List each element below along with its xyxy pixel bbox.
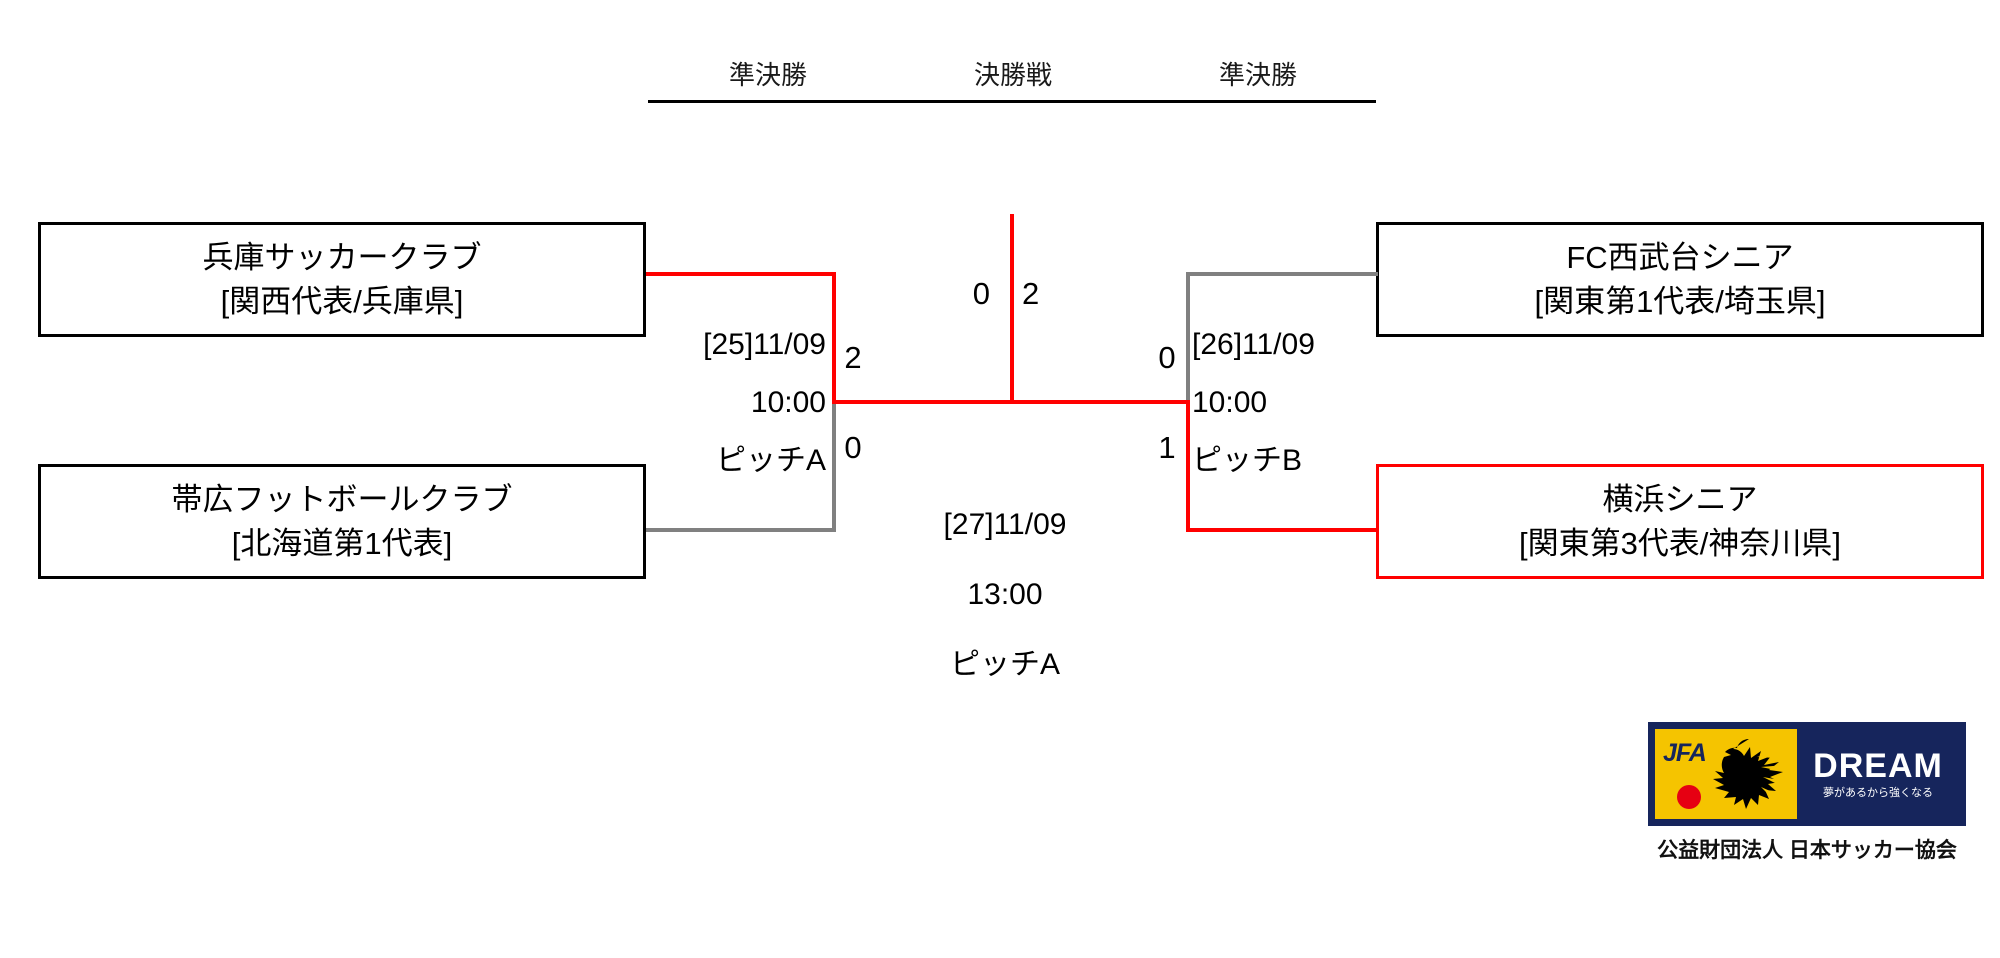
match-pitch: ピッチA <box>949 648 1060 681</box>
match-info-semifinal-left: [25]11/09 10:00 ピッチA <box>636 316 826 490</box>
connector-final-champion <box>1010 214 1014 404</box>
jfa-crest: JFA <box>1655 729 1797 819</box>
connector-right-top <box>1188 272 1378 276</box>
score-semifinal-right-top: 0 <box>1158 340 1176 375</box>
soccer-ball-icon <box>1677 785 1701 809</box>
team-qualification: [関東第3代表/神奈川県] <box>1518 525 1842 561</box>
yatagarasu-crow-icon <box>1713 739 1785 809</box>
match-pitch: ピッチA <box>715 444 826 477</box>
round-header-divider <box>648 100 1376 103</box>
match-number-date: [25]11/09 <box>703 328 826 361</box>
match-time: 10:00 <box>750 386 826 419</box>
dream-tagline: 夢があるから強くなる <box>1823 787 1933 799</box>
team-qualification: [関東第1代表/埼玉県] <box>1534 283 1826 319</box>
connector-left-bottom <box>646 528 836 532</box>
team-name: 横浜シニア <box>1602 481 1758 517</box>
match-time: 10:00 <box>1192 386 1268 419</box>
team-qualification: [関西代表/兵庫県] <box>220 283 464 319</box>
match-number-date: [27]11/09 <box>943 508 1067 541</box>
connector-right-spine-win <box>1186 400 1190 532</box>
match-info-semifinal-right: [26]11/09 10:00 ピッチB <box>1192 316 1382 490</box>
match-number-date: [26]11/09 <box>1192 328 1315 361</box>
team-box-left-bottom[interactable]: 帯広フットボールクラブ [北海道第1代表] <box>38 464 646 579</box>
jfa-logo-badge: JFA DREAM 夢があるから強くなる <box>1648 722 1966 826</box>
match-info-final: [27]11/09 13:00 ピッチA <box>880 490 1130 700</box>
match-time: 13:00 <box>967 578 1043 611</box>
score-semifinal-left-bottom: 0 <box>844 430 862 465</box>
dream-text: DREAM <box>1813 747 1943 785</box>
connector-left-spine-win <box>832 272 836 404</box>
round-header-semifinal-left: 準決勝 <box>728 60 807 90</box>
team-name: 帯広フットボールクラブ <box>171 481 513 517</box>
round-header-semifinal-right: 準決勝 <box>1218 60 1297 90</box>
score-semifinal-left-top: 2 <box>844 340 862 375</box>
team-qualification: [北海道第1代表] <box>231 525 453 561</box>
jfa-mark-text: JFA <box>1663 739 1707 767</box>
jfa-logo: JFA DREAM 夢があるから強くなる 公益財団法人 日本サッカー協会 <box>1648 722 1966 864</box>
connector-left-to-final <box>832 400 1012 404</box>
score-semifinal-right-bottom: 1 <box>1158 430 1176 465</box>
connector-left-top <box>646 272 836 276</box>
jfa-dream-wordmark: DREAM 夢があるから強くなる <box>1797 729 1959 819</box>
team-name: 兵庫サッカークラブ <box>202 239 482 275</box>
round-header-final: 決勝戦 <box>973 60 1052 90</box>
team-box-right-top[interactable]: FC西武台シニア [関東第1代表/埼玉県] <box>1376 222 1984 337</box>
connector-right-bottom <box>1188 528 1378 532</box>
team-box-right-bottom-winner[interactable]: 横浜シニア [関東第3代表/神奈川県] <box>1376 464 1984 579</box>
jfa-caption: 公益財団法人 日本サッカー協会 <box>1657 839 1957 862</box>
match-pitch: ピッチB <box>1192 444 1303 477</box>
score-final-left: 0 <box>972 276 990 311</box>
connector-right-to-final <box>1012 400 1190 404</box>
score-final-right: 2 <box>1022 276 1040 311</box>
team-box-left-top[interactable]: 兵庫サッカークラブ [関西代表/兵庫県] <box>38 222 646 337</box>
team-name: FC西武台シニア <box>1566 239 1794 275</box>
